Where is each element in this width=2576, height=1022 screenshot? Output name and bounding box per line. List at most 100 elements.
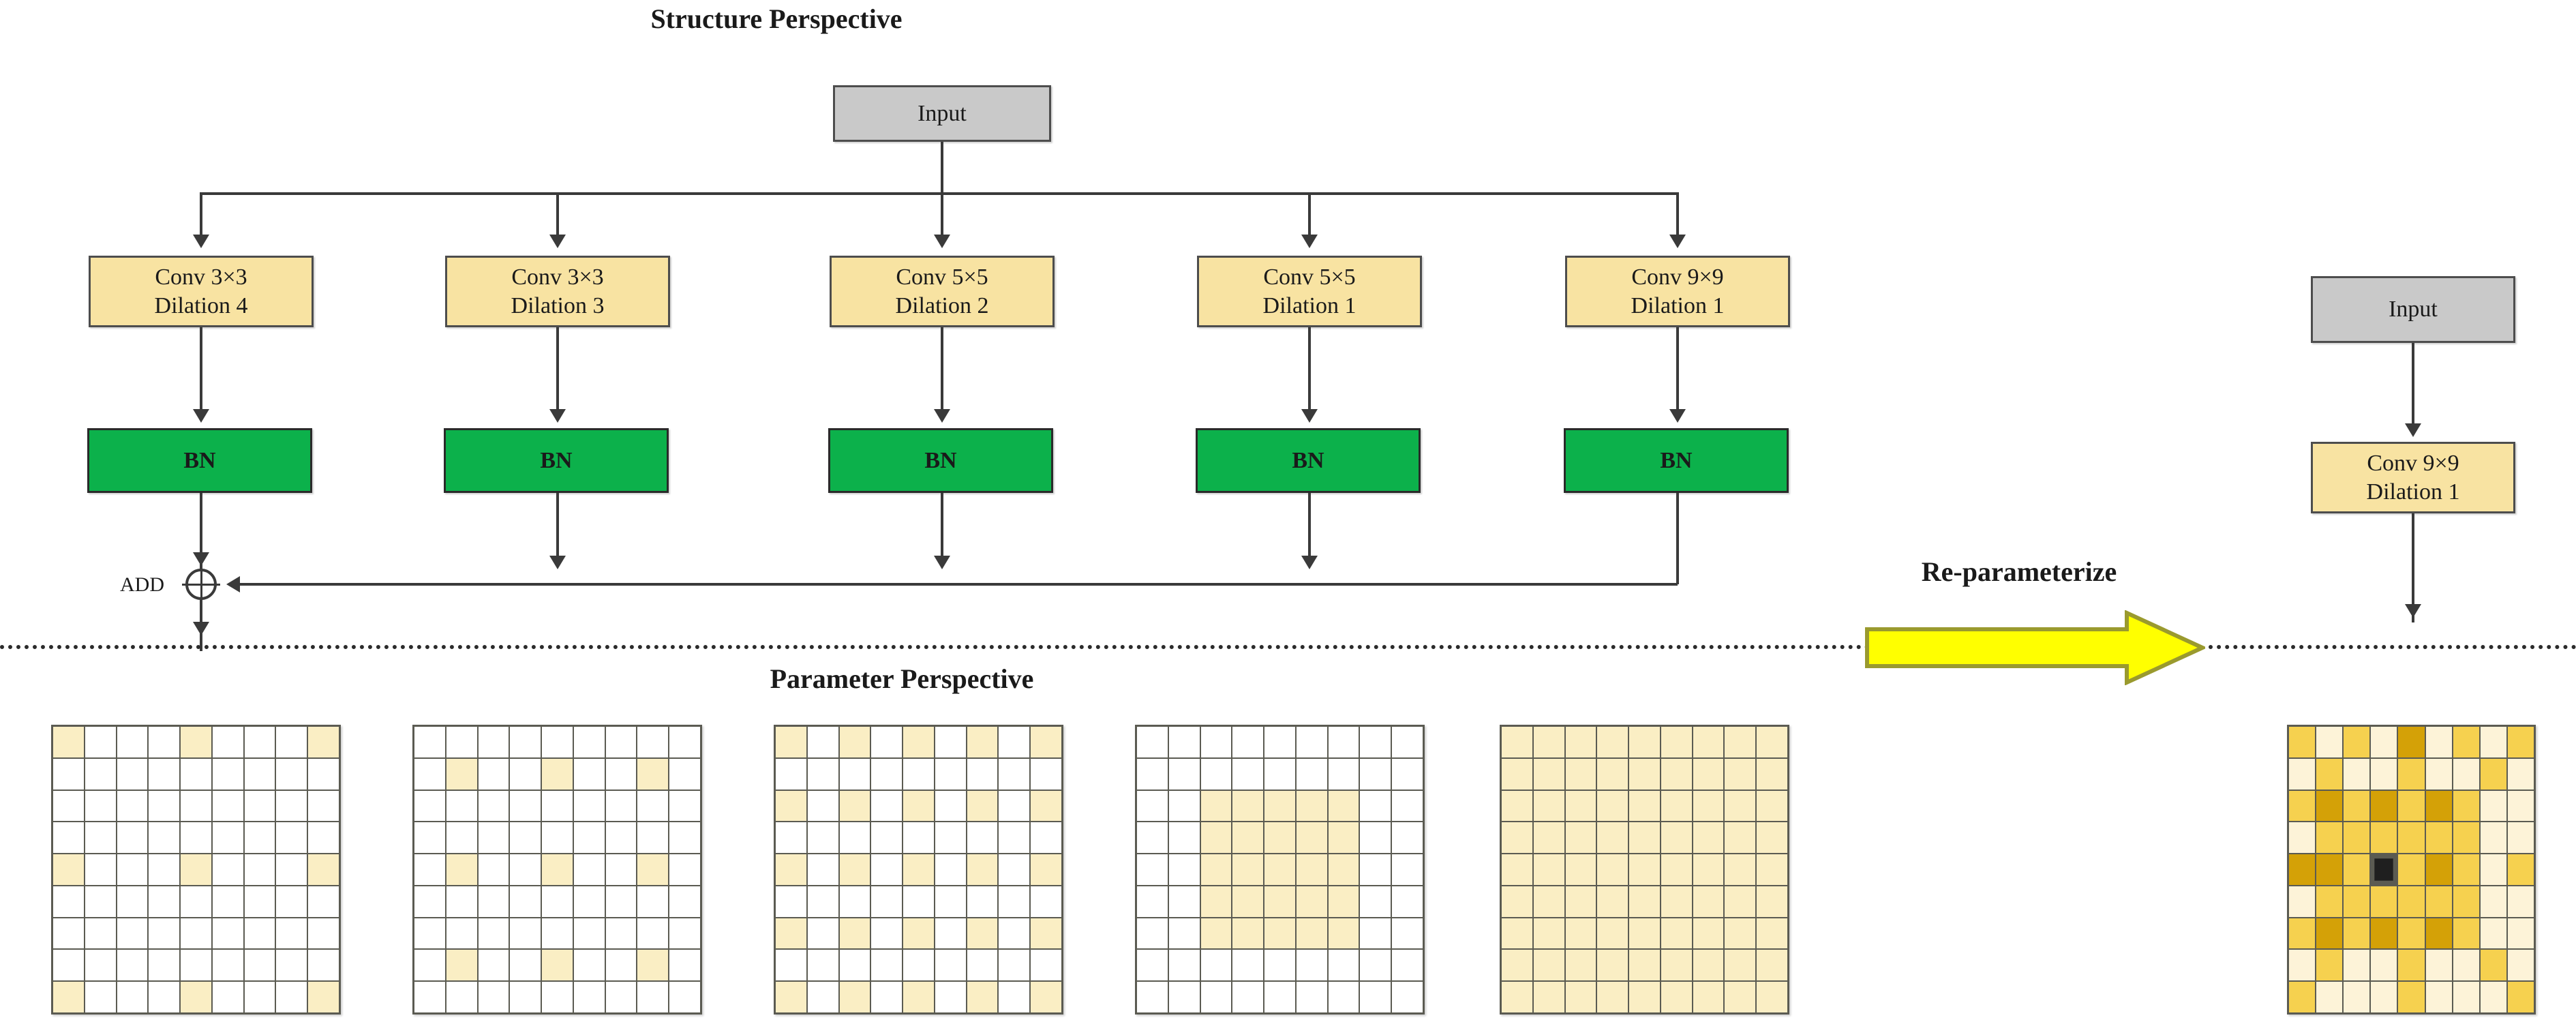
- kernel-cell: [776, 758, 806, 790]
- kernel-cell: [478, 790, 509, 822]
- conv-to-bn-line-4: [1308, 327, 1311, 409]
- kernel-cell: [414, 758, 445, 790]
- kernel-cell: [478, 886, 509, 917]
- kernel-cell: [542, 758, 573, 790]
- kernel-cell: [1232, 854, 1264, 885]
- kernel-cell: [1629, 727, 1660, 757]
- kernel-cell: [1360, 886, 1391, 917]
- kernel-cell: [2289, 918, 2316, 949]
- kernel-cell: [637, 918, 669, 949]
- kernel-cell: [212, 758, 243, 790]
- kernel-cell: [1232, 758, 1264, 790]
- conv-dilation-label: Dilation 3: [511, 292, 605, 318]
- kernel-cell: [53, 790, 84, 822]
- input-box-merged: Input: [2311, 276, 2515, 343]
- kernel-cell: [1232, 790, 1264, 822]
- conv-dilation-label: Dilation 2: [895, 292, 989, 318]
- kernel-cell: [446, 854, 477, 885]
- kernel-cell: [1137, 982, 1168, 1012]
- kernel-cell: [244, 727, 275, 757]
- kernel-cell: [1360, 854, 1391, 885]
- kernel-cell: [807, 758, 838, 790]
- kernel-cell: [573, 822, 605, 854]
- kernel-cell: [1629, 822, 1660, 854]
- conv-to-bn-line-3: [941, 327, 943, 409]
- conv-box-branch-5: Conv 9×9 Dilation 1: [1565, 256, 1790, 327]
- kernel-cell: [1264, 727, 1295, 757]
- kernel-cell: [871, 886, 903, 917]
- kernel-cell: [935, 982, 966, 1012]
- kernel-cell: [967, 982, 998, 1012]
- kernel-cell: [1661, 886, 1692, 917]
- kernel-cell: [573, 727, 605, 757]
- input-box-label: Input: [918, 100, 967, 126]
- kernel-cell: [1661, 727, 1692, 757]
- kernel-cell: [2425, 854, 2452, 885]
- kernel-cell: [1661, 918, 1692, 949]
- perspective-divider-right: [2209, 645, 2576, 649]
- kernel-cell: [244, 982, 275, 1012]
- kernel-cell: [573, 982, 605, 1012]
- kernel-cell: [2480, 854, 2506, 885]
- bn-to-add-line-2: [556, 493, 559, 556]
- kernel-cell: [1031, 727, 1061, 757]
- kernel-cell: [308, 822, 339, 854]
- kernel-cell: [149, 854, 180, 885]
- kernel-cell: [2480, 822, 2506, 854]
- kernel-cell: [839, 822, 870, 854]
- kernel-cell: [1392, 727, 1423, 757]
- kernel-cell: [446, 758, 477, 790]
- kernel-cell: [1597, 950, 1628, 981]
- kernel-cell: [53, 982, 84, 1012]
- conv-dilation-label: Dilation 4: [154, 292, 248, 318]
- kernel-cell: [1168, 950, 1200, 981]
- kernel-cell: [1629, 790, 1660, 822]
- kernel-cell: [212, 727, 243, 757]
- kernel-cell: [2398, 854, 2425, 885]
- kernel-cell: [669, 982, 700, 1012]
- kernel-cell: [1693, 950, 1724, 981]
- conv-box-branch-2: Conv 3×3 Dilation 3: [445, 256, 670, 327]
- kernel-cell: [1725, 950, 1756, 981]
- reparameterize-arrow-icon: [1865, 610, 2205, 685]
- add-top-arrow: [193, 552, 209, 566]
- kernel-cell: [1328, 727, 1359, 757]
- conv-to-bn-arrow-3: [934, 409, 950, 423]
- kernel-cell: [2507, 886, 2534, 917]
- kernel-cell: [2453, 886, 2479, 917]
- kernel-cell: [85, 950, 116, 981]
- kernel-cell: [807, 727, 838, 757]
- kernel-cell: [1725, 982, 1756, 1012]
- bn-to-add-line-3: [941, 493, 943, 556]
- kernel-cell: [605, 886, 637, 917]
- kernel-cell: [2507, 727, 2534, 757]
- kernel-cell: [117, 790, 148, 822]
- kernel-cell: [244, 886, 275, 917]
- branch-drop-line-1: [200, 192, 202, 235]
- kernel-cell: [669, 822, 700, 854]
- kernel-cell: [2344, 727, 2370, 757]
- kernel-cell: [1533, 950, 1564, 981]
- kernel-cell: [2316, 790, 2343, 822]
- kernel-cell: [1392, 950, 1423, 981]
- kernel-cell: [1629, 982, 1660, 1012]
- kernel-cell: [1137, 822, 1168, 854]
- kernel-cell: [637, 982, 669, 1012]
- kernel-cell: [53, 758, 84, 790]
- bn-box-branch-1: BN: [87, 428, 312, 493]
- kernel-cell: [414, 790, 445, 822]
- bn-to-add-arrow-2: [549, 556, 566, 569]
- kernel-cell: [1757, 854, 1787, 885]
- kernel-cell: [117, 950, 148, 981]
- kernel-cell: [1565, 918, 1596, 949]
- kernel-cell: [2371, 918, 2397, 949]
- kernel-cell: [1360, 790, 1391, 822]
- kernel-cell: [414, 950, 445, 981]
- kernel-cell: [149, 886, 180, 917]
- fan-out-bus-line: [200, 192, 1678, 195]
- kernel-cell: [637, 790, 669, 822]
- merged-conv-output-line: [2412, 513, 2414, 622]
- conv-kernel-label: Conv 9×9: [1631, 265, 1724, 290]
- kernel-cell: [1328, 950, 1359, 981]
- kernel-cell: [2398, 982, 2425, 1012]
